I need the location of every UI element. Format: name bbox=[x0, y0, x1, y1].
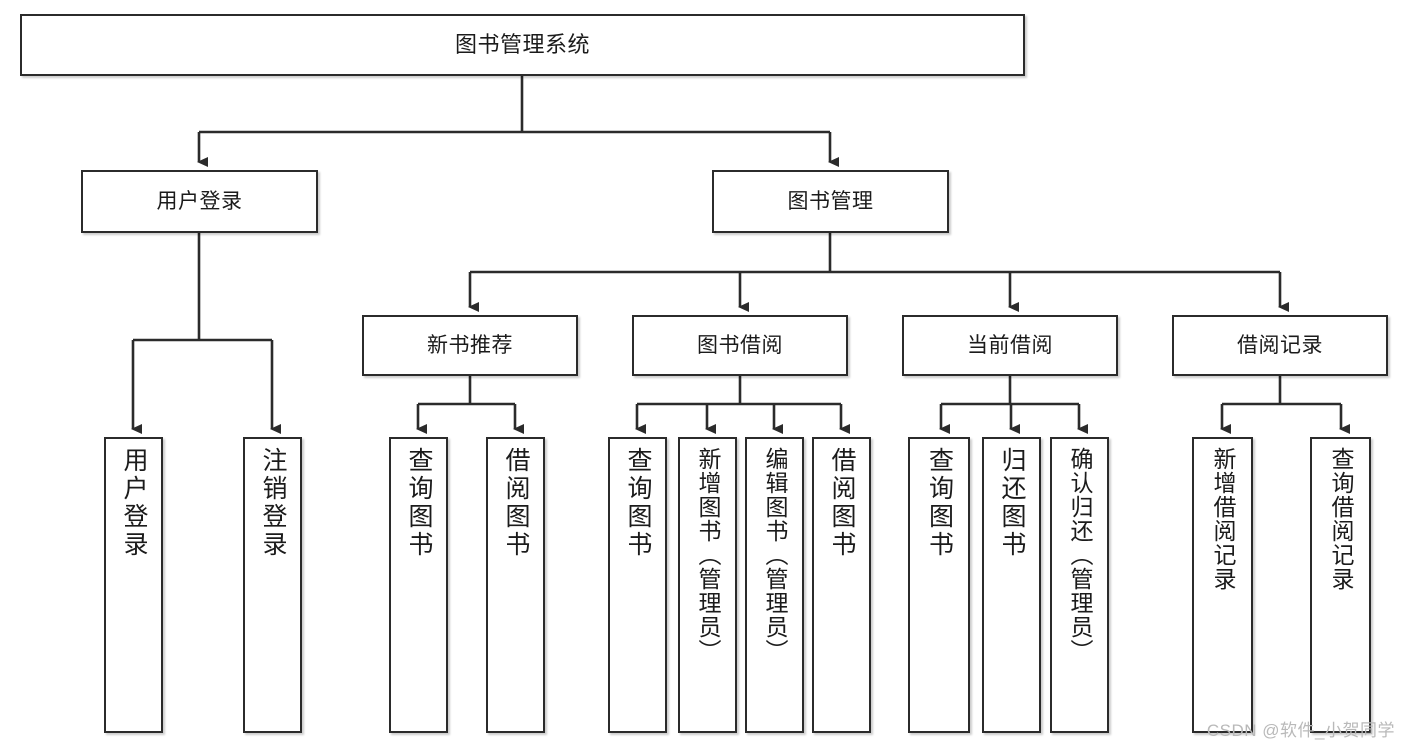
leaf-add-borrow-record[interactable]: 新增借阅记录 bbox=[1192, 437, 1253, 733]
node-label: 查询图书 bbox=[405, 447, 433, 559]
node-current-borrow[interactable]: 当前借阅 bbox=[902, 315, 1118, 376]
leaf-query-book-current[interactable]: 查询图书 bbox=[908, 437, 970, 733]
node-label: 借阅图书 bbox=[502, 447, 530, 559]
node-user-login[interactable]: 用户登录 bbox=[81, 170, 318, 233]
leaf-borrow-book-borrow[interactable]: 借阅图书 bbox=[812, 437, 871, 733]
node-label: 新增图书（管理员） bbox=[695, 447, 721, 663]
node-new-book-recommend[interactable]: 新书推荐 bbox=[362, 315, 578, 376]
leaf-query-borrow-record[interactable]: 查询借阅记录 bbox=[1310, 437, 1371, 733]
node-label: 用户登录 bbox=[120, 447, 148, 559]
node-book-borrow[interactable]: 图书借阅 bbox=[632, 315, 848, 376]
csdn-watermark: CSDN @软件_小贺同学 bbox=[1206, 721, 1395, 740]
leaf-query-book-new-recommend[interactable]: 查询图书 bbox=[389, 437, 448, 733]
leaf-return-book[interactable]: 归还图书 bbox=[982, 437, 1041, 733]
node-label: 图书管理系统 bbox=[454, 31, 590, 57]
node-label: 图书管理 bbox=[787, 189, 874, 213]
node-label: 新增借阅记录 bbox=[1210, 447, 1236, 591]
leaf-edit-book-admin[interactable]: 编辑图书（管理员） bbox=[745, 437, 804, 733]
node-label: 编辑图书（管理员） bbox=[762, 447, 788, 663]
leaf-logout-login[interactable]: 注销登录 bbox=[243, 437, 302, 733]
node-label: 借阅记录 bbox=[1237, 333, 1323, 357]
leaf-add-book-admin[interactable]: 新增图书（管理员） bbox=[678, 437, 737, 733]
node-label: 注销登录 bbox=[259, 447, 287, 559]
node-book-management[interactable]: 图书管理 bbox=[712, 170, 949, 233]
node-label: 确认归还（管理员） bbox=[1067, 447, 1093, 663]
node-label: 查询图书 bbox=[925, 447, 954, 559]
node-label: 归还图书 bbox=[998, 447, 1026, 559]
node-label: 用户登录 bbox=[156, 189, 243, 213]
node-label: 新书推荐 bbox=[427, 333, 513, 357]
node-label: 图书借阅 bbox=[697, 333, 783, 357]
node-label: 当前借阅 bbox=[967, 333, 1053, 357]
leaf-borrow-book-new-recommend[interactable]: 借阅图书 bbox=[486, 437, 545, 733]
node-label: 借阅图书 bbox=[828, 447, 856, 559]
node-label: 查询图书 bbox=[624, 447, 652, 559]
node-root-book-management-system[interactable]: 图书管理系统 bbox=[20, 14, 1025, 76]
leaf-user-login[interactable]: 用户登录 bbox=[104, 437, 163, 733]
leaf-query-book-borrow[interactable]: 查询图书 bbox=[608, 437, 667, 733]
leaf-confirm-return-admin[interactable]: 确认归还（管理员） bbox=[1050, 437, 1109, 733]
node-borrow-record[interactable]: 借阅记录 bbox=[1172, 315, 1388, 376]
node-label: 查询借阅记录 bbox=[1328, 447, 1354, 591]
